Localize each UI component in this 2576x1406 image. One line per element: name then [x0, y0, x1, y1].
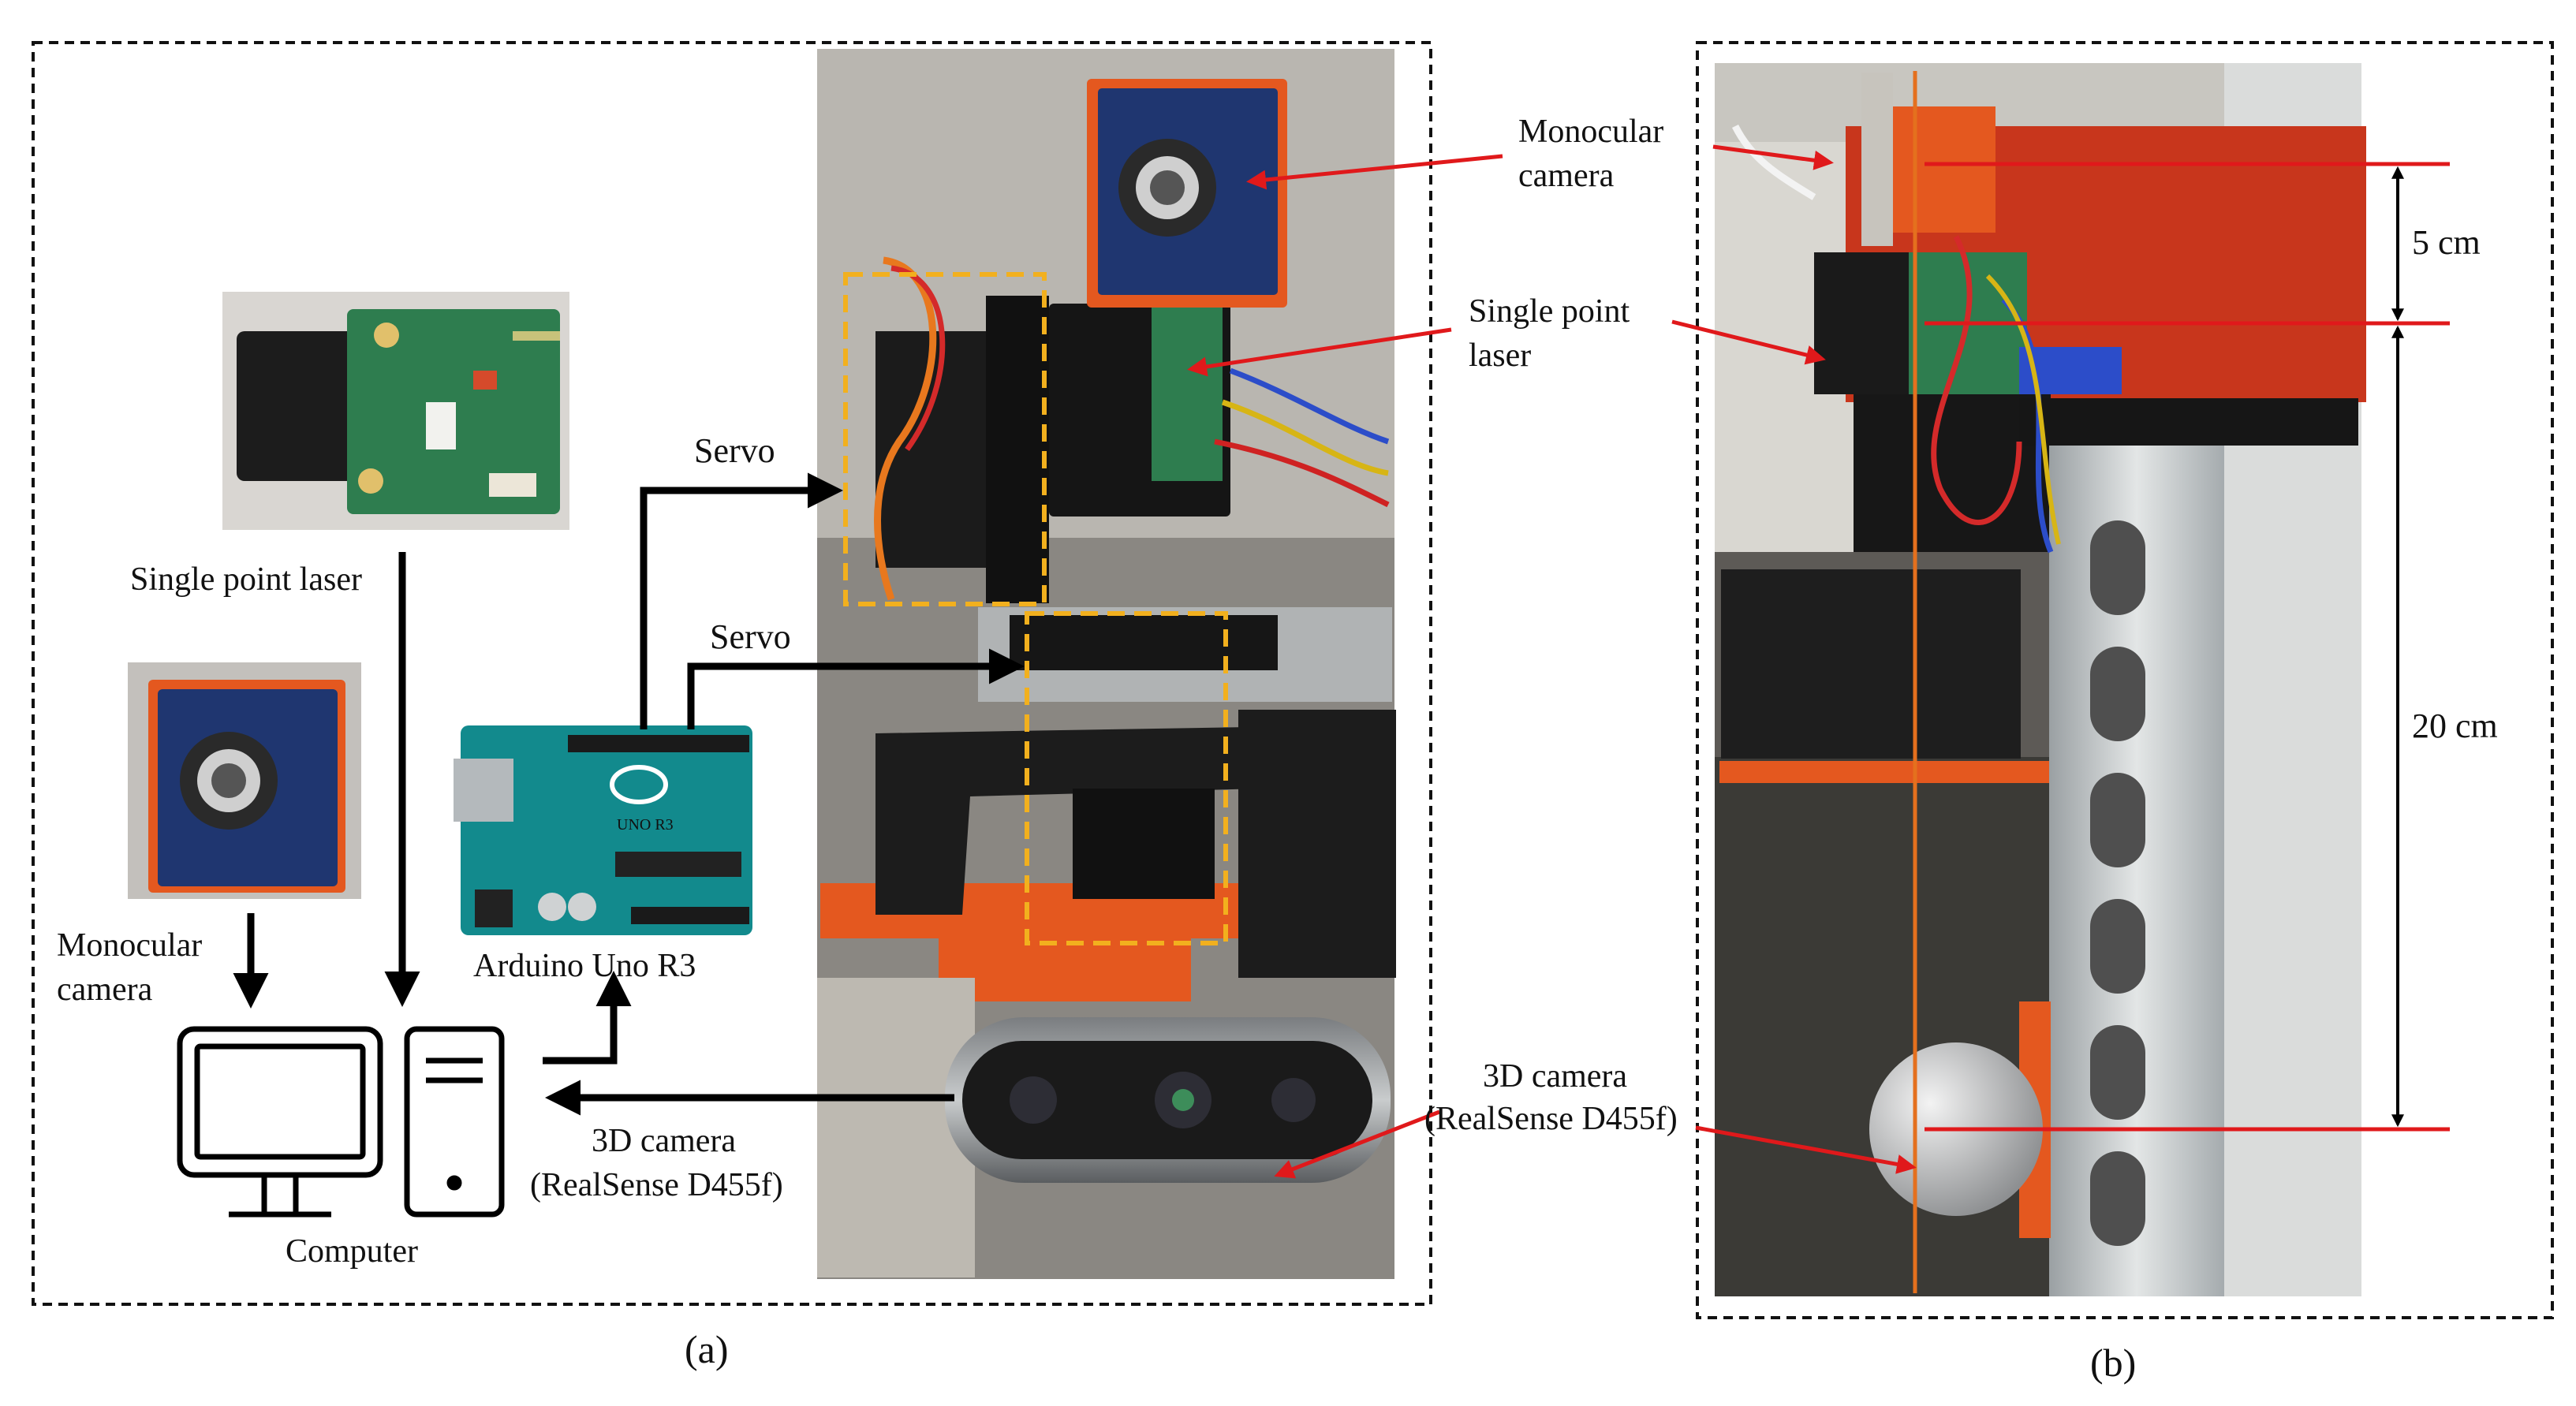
panel-b: 5 cm 20 cm (b): [1671, 41, 2554, 1385]
label-servo-top: Servo: [694, 431, 775, 470]
label-arduino: Arduino Uno R3: [473, 948, 696, 984]
label-servo-bottom: Servo: [710, 617, 791, 656]
flow-arrows: [233, 472, 1025, 1116]
servo-2-highlight: [1025, 611, 1228, 945]
reference-lines: [1925, 162, 2450, 1132]
label-3d-camera-line2: (RealSense D455f): [530, 1167, 783, 1203]
side-view-photo: [1715, 63, 2366, 1296]
photo-label-laser-line2: laser: [1469, 338, 1531, 374]
label-3d-camera-line1: 3D camera: [592, 1123, 736, 1159]
monocular-camera-photo: [128, 662, 361, 899]
photo-label-laser-line1: Single point: [1469, 293, 1630, 330]
panel-a-border: [32, 41, 1432, 1306]
arduino-board-text: UNO R3: [617, 816, 674, 834]
label-computer: Computer: [286, 1233, 418, 1270]
label-20cm: 20 cm: [2412, 707, 2498, 745]
arduino-to-servo-bottom-arrow: [687, 648, 1025, 729]
servo-1-highlight: [843, 272, 1047, 606]
label-5cm: 5 cm: [2412, 223, 2481, 262]
arduino-to-servo-top-arrow: [640, 472, 843, 729]
photo-b-pointers: [1671, 144, 1917, 1174]
computer-icon: [177, 1026, 505, 1218]
photo-a-pointers: [1187, 154, 1503, 1179]
caption-a: (a): [685, 1327, 729, 1371]
panel-a: UNO R3: [32, 41, 1678, 1371]
panel-b-border: [1696, 41, 2554, 1319]
panel-b-labels: 5 cm 20 cm (b): [2090, 223, 2498, 1385]
photo-label-monocular-line2: camera: [1518, 158, 1615, 194]
assembly-photo: [817, 49, 1396, 1279]
photo-label-3d-camera-line2: (RealSense D455f): [1424, 1101, 1678, 1137]
photo-label-monocular-line1: Monocular: [1518, 114, 1663, 150]
panel-a-labels: Single point laser Monocular camera Comp…: [57, 114, 1678, 1371]
caption-b: (b): [2090, 1341, 2136, 1385]
label-monocular-line1: Monocular: [57, 927, 202, 964]
photo-label-3d-camera-line1: 3D camera: [1483, 1058, 1627, 1095]
arduino-board: UNO R3: [454, 725, 752, 935]
computer-to-arduino-arrow: [543, 971, 632, 1065]
label-monocular-line2: camera: [57, 972, 153, 1008]
laser-module-photo: [222, 292, 569, 530]
label-single-point-laser: Single point laser: [130, 561, 362, 598]
